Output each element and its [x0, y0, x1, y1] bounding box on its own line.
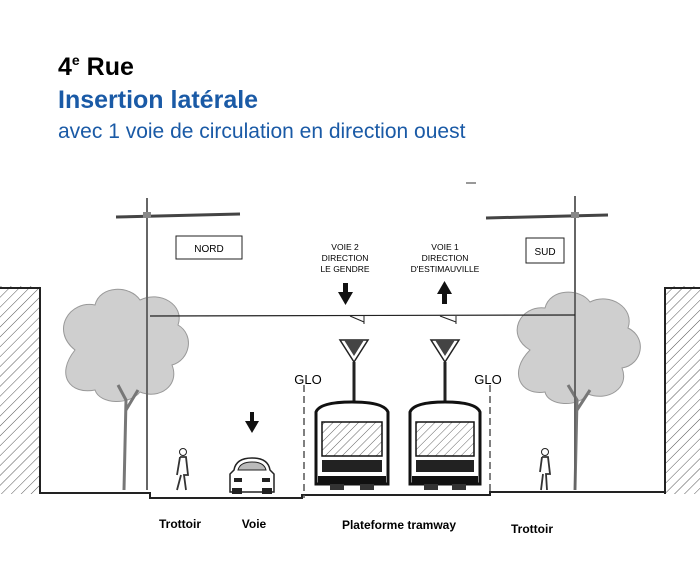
street-word: Rue [79, 53, 134, 81]
sud-label: SUD [534, 247, 555, 258]
street-title: 4e Rue [58, 52, 134, 82]
page-title: Insertion latérale [58, 86, 259, 114]
tram-left [314, 339, 390, 490]
glo-left-label: GLO [294, 372, 321, 387]
tram-right [408, 339, 482, 490]
label-plateforme-tramway: Plateforme tramway [342, 518, 456, 532]
right-street-lamp [485, 196, 609, 490]
page-subtitle: avec 1 voie de circulation en direction … [58, 120, 466, 143]
label-voie: Voie [242, 517, 267, 531]
left-street-lamp [115, 198, 241, 490]
voie2-line1: VOIE 2 [331, 242, 359, 252]
label-trottoir-right: Trottoir [511, 522, 553, 536]
arrow-up-icon [437, 281, 452, 304]
pedestrian-left-icon [176, 448, 190, 491]
pedestrian-right-icon [539, 448, 552, 491]
voie1-label: VOIE 1 DIRECTION D'ESTIMAUVILLE [411, 242, 480, 274]
glo-right-label: GLO [474, 372, 501, 387]
nord-box: NORD [175, 235, 243, 260]
voie2-line2: DIRECTION [322, 253, 369, 263]
voie2-line3: LE GENDRE [320, 264, 369, 274]
street-number: 4 [58, 53, 72, 81]
voie1-line2: DIRECTION [422, 253, 469, 263]
street-superscript: e [71, 52, 80, 68]
right-building-wall [664, 286, 700, 494]
voie1-line3: D'ESTIMAUVILLE [411, 264, 480, 274]
label-trottoir-left: Trottoir [159, 517, 201, 531]
catenary-wire [149, 314, 576, 317]
voie2-label: VOIE 2 DIRECTION LE GENDRE [320, 242, 369, 274]
car-icon [229, 457, 275, 494]
left-building-wall [0, 286, 41, 494]
car-arrow-down-icon [245, 412, 259, 433]
left-tree [63, 288, 189, 491]
ground-line [40, 491, 665, 499]
right-tree [516, 291, 641, 491]
voie1-line1: VOIE 1 [431, 242, 459, 252]
nord-label: NORD [194, 244, 223, 255]
arrow-down-icon [338, 283, 353, 305]
sud-box: SUD [525, 237, 565, 264]
